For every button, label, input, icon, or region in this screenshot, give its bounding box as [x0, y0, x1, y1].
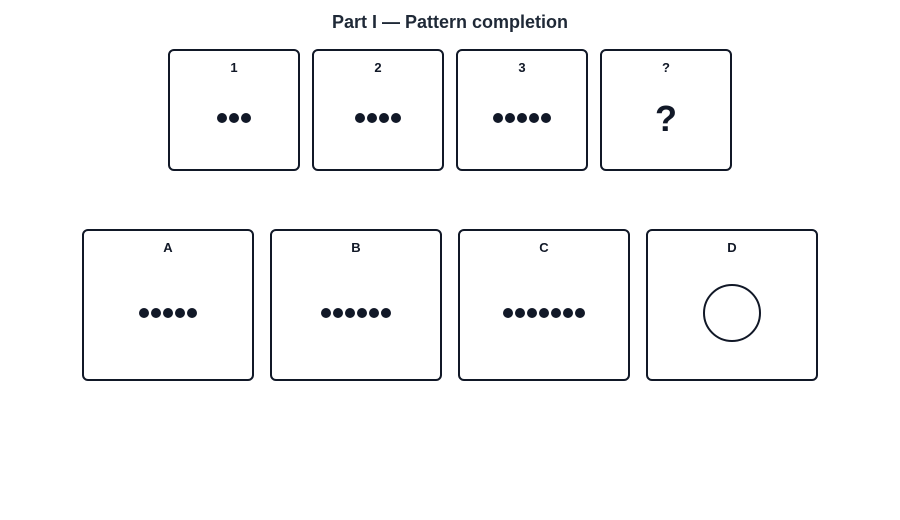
- sequence-card-label: 3: [518, 60, 526, 75]
- dot: [493, 113, 503, 123]
- dot: [139, 308, 149, 318]
- dot: [333, 308, 343, 318]
- sequence-card-label: ?: [662, 60, 670, 75]
- dot-group: [460, 308, 628, 318]
- dot-group: [170, 113, 298, 123]
- dot: [541, 113, 551, 123]
- option-card-b[interactable]: B: [270, 229, 442, 381]
- option-card-label: C: [539, 240, 549, 255]
- dot: [217, 113, 227, 123]
- sequence-card-label: 1: [230, 60, 238, 75]
- dot: [527, 308, 537, 318]
- dot: [505, 113, 515, 123]
- dot: [379, 113, 389, 123]
- option-card-label: D: [727, 240, 737, 255]
- sequence-card-3: 3: [456, 49, 588, 171]
- dot-group: [458, 113, 586, 123]
- dot-group: [84, 308, 252, 318]
- dot: [151, 308, 161, 318]
- dot: [563, 308, 573, 318]
- dot: [529, 113, 539, 123]
- option-card-label: A: [163, 240, 173, 255]
- question-mark: ?: [655, 98, 677, 139]
- dot-group: [272, 308, 440, 318]
- dot: [539, 308, 549, 318]
- dot: [381, 308, 391, 318]
- dot: [357, 308, 367, 318]
- dot: [175, 308, 185, 318]
- dot: [229, 113, 239, 123]
- dot: [551, 308, 561, 318]
- dot: [503, 308, 513, 318]
- dot: [391, 113, 401, 123]
- option-card-a[interactable]: A: [82, 229, 254, 381]
- dot: [369, 308, 379, 318]
- circle-shape: [703, 284, 761, 342]
- sequence-card-label: 2: [374, 60, 382, 75]
- dot: [345, 308, 355, 318]
- sequence-card-unknown: ? ?: [600, 49, 732, 171]
- dot: [163, 308, 173, 318]
- dot: [515, 308, 525, 318]
- option-card-c[interactable]: C: [458, 229, 630, 381]
- dot: [321, 308, 331, 318]
- dot: [187, 308, 197, 318]
- dot-group: [314, 113, 442, 123]
- dot: [367, 113, 377, 123]
- dot: [575, 308, 585, 318]
- dot: [517, 113, 527, 123]
- option-card-d[interactable]: D: [646, 229, 818, 381]
- sequence-card-2: 2: [312, 49, 444, 171]
- sequence-card-1: 1: [168, 49, 300, 171]
- dot: [355, 113, 365, 123]
- option-card-label: B: [351, 240, 361, 255]
- dot: [241, 113, 251, 123]
- page-title: Part I — Pattern completion: [331, 12, 569, 32]
